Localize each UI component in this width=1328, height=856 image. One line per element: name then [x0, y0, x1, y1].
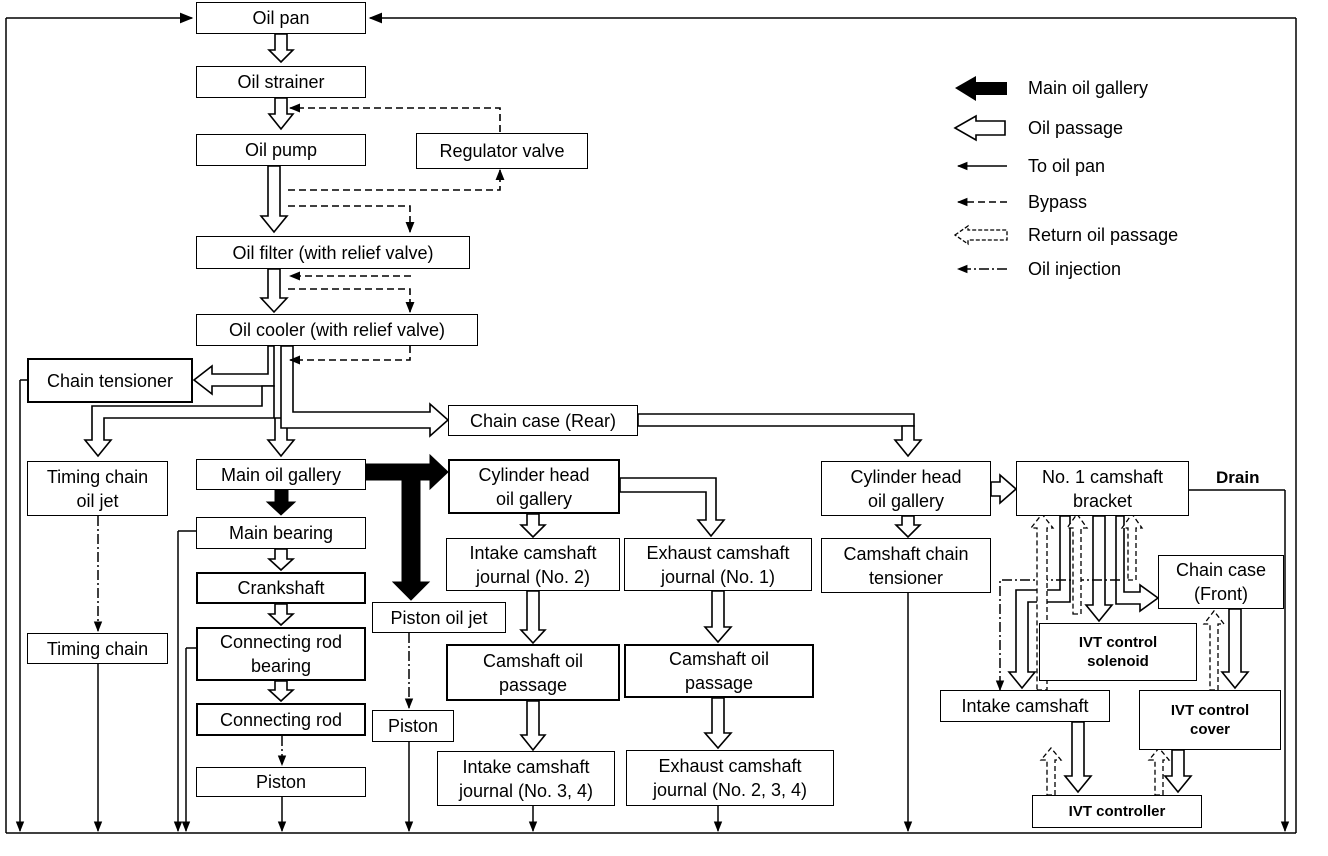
- oil-pan-box: Oil pan: [196, 2, 366, 34]
- chain-case-front-box: Chain case (Front): [1158, 555, 1284, 609]
- legend-main-oil-gallery-symbol: [955, 76, 1007, 101]
- oil-passage-arrows: [83, 33, 1250, 794]
- cylinder-head-oil-gallery-box-2: Cylinder head oil gallery: [821, 461, 991, 516]
- cylinder-head-oil-gallery-box-1: Cylinder head oil gallery: [448, 459, 620, 514]
- timing-chain-box: Timing chain: [27, 633, 168, 664]
- ivt-control-cover-box: IVT control cover: [1139, 690, 1281, 750]
- piston-right-box: Piston: [372, 710, 454, 742]
- intake-camshaft-journal-34-box: Intake camshaft journal (No. 3, 4): [437, 751, 615, 806]
- exhaust-camshaft-journal-1-box: Exhaust camshaft journal (No. 1): [624, 538, 812, 591]
- oil-filter-box: Oil filter (with relief valve): [196, 236, 470, 269]
- piston-left-box: Piston: [196, 767, 366, 797]
- return-to-oil-pan-lines: [5, 12, 1297, 834]
- regulator-valve-box: Regulator valve: [416, 133, 588, 169]
- legend-symbols: [953, 76, 1008, 274]
- legend-oil-passage-symbol: [953, 114, 1006, 142]
- main-bearing-box: Main bearing: [196, 517, 366, 549]
- ivt-controller-box: IVT controller: [1032, 795, 1202, 828]
- camshaft-oil-passage-box-1: Camshaft oil passage: [446, 644, 620, 701]
- ivt-control-solenoid-box: IVT control solenoid: [1039, 623, 1197, 681]
- connecting-rod-bearing-box: Connecting rod bearing: [196, 627, 366, 681]
- camshaft-chain-tensioner-box: Camshaft chain tensioner: [821, 538, 991, 593]
- intake-camshaft-journal-2-box: Intake camshaft journal (No. 2): [446, 538, 620, 591]
- legend-main-oil-gallery-label: Main oil gallery: [1028, 78, 1149, 98]
- oil-pump-box: Oil pump: [196, 134, 366, 166]
- oil-strainer-box: Oil strainer: [196, 66, 366, 98]
- legend-bypass-label: Bypass: [1028, 192, 1088, 212]
- no1-camshaft-bracket-box: No. 1 camshaft bracket: [1016, 461, 1189, 516]
- main-oil-gallery-arrows: [265, 453, 449, 601]
- exhaust-camshaft-journal-234-box: Exhaust camshaft journal (No. 2, 3, 4): [626, 750, 834, 806]
- intake-camshaft-box: Intake camshaft: [940, 690, 1110, 722]
- crankshaft-box: Crankshaft: [196, 572, 366, 604]
- chain-tensioner-box: Chain tensioner: [27, 358, 193, 403]
- legend-return-oil-passage-label: Return oil passage: [1028, 225, 1179, 245]
- timing-chain-oil-jet-box: Timing chain oil jet: [27, 461, 168, 516]
- connecting-rod-box: Connecting rod: [196, 703, 366, 736]
- legend-oil-injection-label: Oil injection: [1028, 259, 1122, 279]
- bypass-lines: [288, 103, 505, 365]
- chain-case-rear-box: Chain case (Rear): [448, 405, 638, 436]
- camshaft-oil-passage-box-2: Camshaft oil passage: [624, 644, 814, 698]
- return-oil-passage-lines: [1029, 512, 1226, 796]
- piston-oil-jet-box: Piston oil jet: [372, 602, 506, 633]
- legend-oil-passage-label: Oil passage: [1028, 118, 1124, 138]
- oil-cooler-box: Oil cooler (with relief valve): [196, 314, 478, 346]
- drain-label: Drain: [1216, 468, 1260, 487]
- legend-to-oil-pan-label: To oil pan: [1028, 156, 1106, 176]
- main-oil-gallery-box: Main oil gallery: [196, 459, 366, 490]
- legend-return-oil-passage-symbol: [953, 224, 1008, 246]
